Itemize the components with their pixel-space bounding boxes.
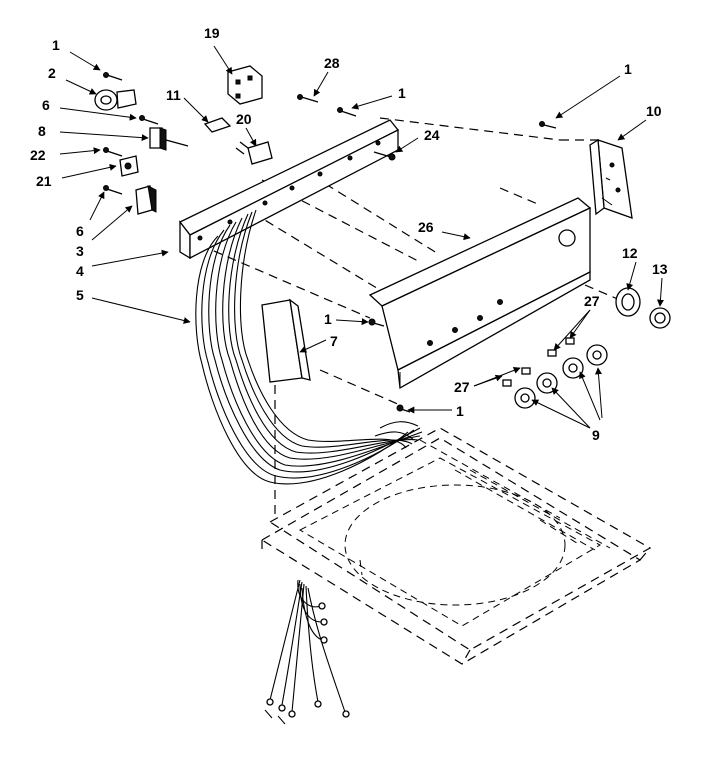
callout-5: 5: [76, 287, 84, 303]
callout-7: 7: [330, 333, 338, 349]
console-panel: [368, 197, 592, 390]
callout-10: 10: [646, 103, 662, 119]
callout-21: 21: [36, 173, 52, 189]
callout-22: 22: [30, 147, 46, 163]
end-cap: [589, 138, 633, 219]
callout-24: 24: [424, 127, 440, 143]
wiring-diagram-card: [261, 298, 311, 383]
callout-26: 26: [418, 219, 434, 235]
callout-2: 2: [48, 65, 56, 81]
callout-6-lower: 6: [76, 223, 84, 239]
callout-9: 9: [592, 427, 600, 443]
left-small-parts: [94, 72, 189, 215]
callout-4: 4: [76, 263, 84, 279]
callout-3: 3: [76, 243, 84, 259]
callout-20: 20: [236, 111, 252, 127]
control-knobs: [502, 337, 608, 409]
callout-1-lower: 1: [456, 403, 464, 419]
callout-6-upper: 6: [42, 97, 50, 113]
callout-13: 13: [652, 261, 668, 277]
callout-11: 11: [166, 87, 181, 103]
callout-8: 8: [38, 123, 46, 139]
lower-harness: [264, 579, 350, 725]
callout-1-top-center: 1: [398, 85, 406, 101]
callout-28: 28: [324, 55, 340, 71]
leader-lines: [59, 45, 664, 429]
callout-1-top-right: 1: [624, 61, 632, 77]
callout-12: 12: [622, 245, 638, 261]
callout-1-top-left: 1: [52, 37, 60, 53]
top-center-parts: [203, 65, 557, 413]
callout-27-upper: 27: [584, 293, 600, 309]
callout-19: 19: [204, 25, 220, 41]
console-bracket: [178, 119, 400, 260]
callout-1-middle: 1: [324, 311, 332, 327]
cabinet-top-outline: [260, 427, 652, 665]
wire-harness: [195, 209, 423, 485]
callout-labels: 1 2 6 8 22 21 6 3 4 5 19 11 20 28 1 24 1…: [30, 25, 668, 443]
timer-knob-parts: [615, 287, 671, 329]
callout-27-lower: 27: [454, 379, 470, 395]
